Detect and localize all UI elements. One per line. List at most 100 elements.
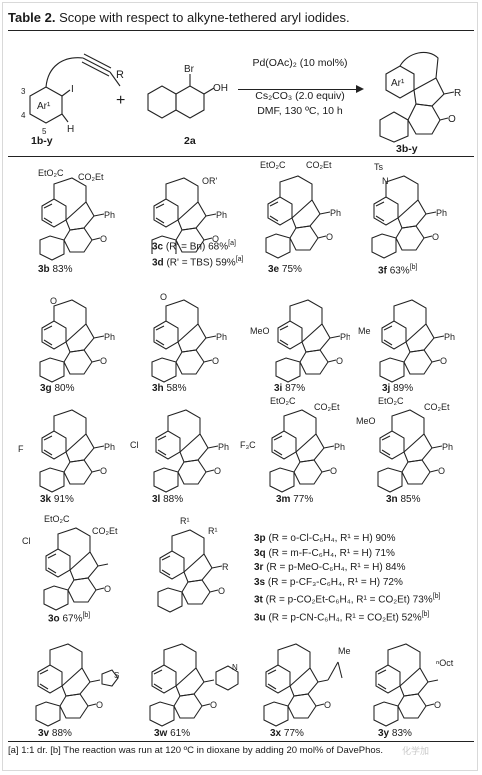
naphthalene-ring-b [175, 85, 205, 119]
svg-text:O: O [100, 466, 107, 476]
reactant2-label: 2a [184, 135, 196, 147]
svg-text:O: O [434, 700, 441, 710]
structure-3x: Me O [263, 643, 351, 727]
oh-label: OH [213, 83, 228, 94]
svg-text:N: N [382, 176, 389, 186]
product-label: 3b-y [396, 143, 418, 155]
caption-3w: 3w 61% [154, 728, 191, 739]
caption-3d: 3d (R' = TBS) 59%[a] [152, 256, 244, 269]
structure-3c-3d: OR' Ph O [151, 176, 227, 254]
svg-text:Me: Me [338, 646, 351, 656]
caption-3b: 3b 83% [38, 264, 73, 275]
svg-text:R¹: R¹ [180, 516, 190, 526]
catalyst-text: Pd(OAc)₂ (10 mol%) [252, 57, 348, 69]
svg-text:ⁿOct: ⁿOct [436, 658, 454, 668]
svg-text:N: N [232, 663, 238, 672]
caption-3c: 3c (R' = Bn) 68%[a] [152, 240, 236, 253]
structure-3k: F Ph O [18, 409, 115, 493]
caption-3v: 3v 88% [38, 728, 72, 739]
series-list-3p-3u: 3p (R = o-Cl-C₆H₄, R¹ = H) 90% 3q (R = m… [254, 532, 441, 626]
pos-4-label: 4 [21, 111, 26, 120]
svg-text:O: O [212, 234, 219, 244]
bottom-rule [8, 741, 474, 742]
thiophene-ring [101, 669, 119, 687]
list-item-3q: 3q (R = m-F-C₆H₄, R¹ = H) 71% [254, 547, 395, 559]
naphthalene-ring-a [147, 85, 177, 119]
list-item-3r: 3r (R = p-MeO-C₆H₄, R¹ = H) 84% [254, 562, 406, 573]
svg-text:O: O [440, 356, 447, 366]
product-ring-d [379, 111, 409, 143]
svg-text:O: O [50, 296, 57, 306]
svg-text:CO₂Et: CO₂Et [92, 526, 118, 536]
base-text: Cs₂CO₃ (2.0 equiv) [255, 90, 345, 102]
structure-3v: S O [35, 643, 119, 727]
svg-text:Ph: Ph [218, 442, 229, 452]
caption-3y: 3y 83% [378, 728, 412, 739]
svg-text:Ph: Ph [216, 210, 227, 220]
caption-3n: 3n 85% [386, 494, 421, 505]
svg-text:EtO₂C: EtO₂C [270, 396, 296, 406]
structure-3m: EtO₂C CO₂Et F₃C Ph O [240, 396, 345, 493]
caption-3j: 3j 89% [382, 383, 414, 394]
product-tether [399, 51, 439, 79]
structure-3w: N O [149, 643, 239, 727]
pos-3-label: 3 [21, 87, 26, 96]
svg-text:Ph: Ph [442, 442, 453, 452]
table-title: Table 2. Scope with respect to alkyne-te… [8, 10, 350, 25]
svg-text:O: O [96, 700, 103, 710]
svg-text:O: O [100, 234, 107, 244]
structure-3b: EtO₂C CO₂Et Ph O [38, 168, 115, 261]
svg-text:O: O [104, 584, 111, 594]
svg-text:O: O [432, 232, 439, 242]
reactant1-label: 1b-y [31, 135, 53, 147]
caption-3f: 3f 63%[b] [378, 264, 418, 277]
svg-text:O: O [336, 356, 343, 366]
svg-text:EtO₂C: EtO₂C [38, 168, 64, 178]
structure-3j: Me Ph O [358, 299, 455, 383]
caption-3x: 3x 77% [270, 728, 304, 739]
br-label: Br [184, 64, 195, 75]
table-number: Table 2. [8, 10, 56, 25]
svg-text:CO₂Et: CO₂Et [314, 402, 340, 412]
product-five-ring [413, 77, 445, 107]
alkyne-r-bond [109, 71, 121, 87]
svg-text:Cl: Cl [22, 536, 31, 546]
list-item-3t: 3t (R = p-CO₂Et-C₆H₄, R¹ = CO₂Et) 73%[b] [254, 593, 441, 606]
reaction-scheme-drawing: 3 4 5 Ar¹ I H R Br OH Ar¹ R O [21, 51, 461, 143]
alkyne-bond [82, 57, 111, 73]
product-ring-c [407, 103, 441, 135]
reaction-conditions: Pd(OAc)₂ (10 mol%) Cs₂CO₃ (2.0 equiv) DM… [236, 56, 364, 119]
caption-3m: 3m 77% [276, 494, 314, 505]
svg-text:Ts: Ts [374, 162, 384, 172]
pyridine-ring [215, 665, 239, 691]
svg-text:O: O [330, 466, 337, 476]
solvent-text: DMF, 130 ºC, 10 h [257, 105, 343, 117]
svg-text:O: O [324, 700, 331, 710]
caption-3o: 3o 67%[b] [48, 612, 91, 625]
table-title-text: Scope with respect to alkyne-tethered ar… [59, 10, 350, 25]
structure-3i: MeO Ph O [250, 299, 350, 383]
top-rule [8, 30, 474, 31]
r-label: R [116, 69, 124, 81]
iodo-label: I [71, 84, 74, 95]
tether-chain [45, 57, 84, 88]
svg-text:O: O [210, 700, 217, 710]
svg-text:Ph: Ph [334, 442, 345, 452]
svg-text:MeO: MeO [356, 416, 376, 426]
svg-text:CO₂Et: CO₂Et [306, 160, 332, 170]
svg-text:O: O [212, 356, 219, 366]
svg-text:S: S [114, 671, 119, 680]
svg-text:F₃C: F₃C [240, 440, 256, 450]
caption-3k: 3k 91% [40, 494, 74, 505]
structure-3o: EtO₂C CO₂Et Cl O [22, 514, 118, 611]
svg-text:CO₂Et: CO₂Et [78, 172, 104, 182]
svg-text:O: O [326, 232, 333, 242]
svg-text:EtO₂C: EtO₂C [44, 514, 70, 524]
svg-text:Ph: Ph [340, 332, 350, 342]
svg-text:Ph: Ph [104, 332, 115, 342]
svg-text:EtO₂C: EtO₂C [378, 396, 404, 406]
product-ar1-label: Ar¹ [391, 78, 405, 89]
svg-text:CO₂Et: CO₂Et [424, 402, 450, 412]
svg-text:Ph: Ph [104, 442, 115, 452]
plus-sign: + [116, 92, 126, 109]
